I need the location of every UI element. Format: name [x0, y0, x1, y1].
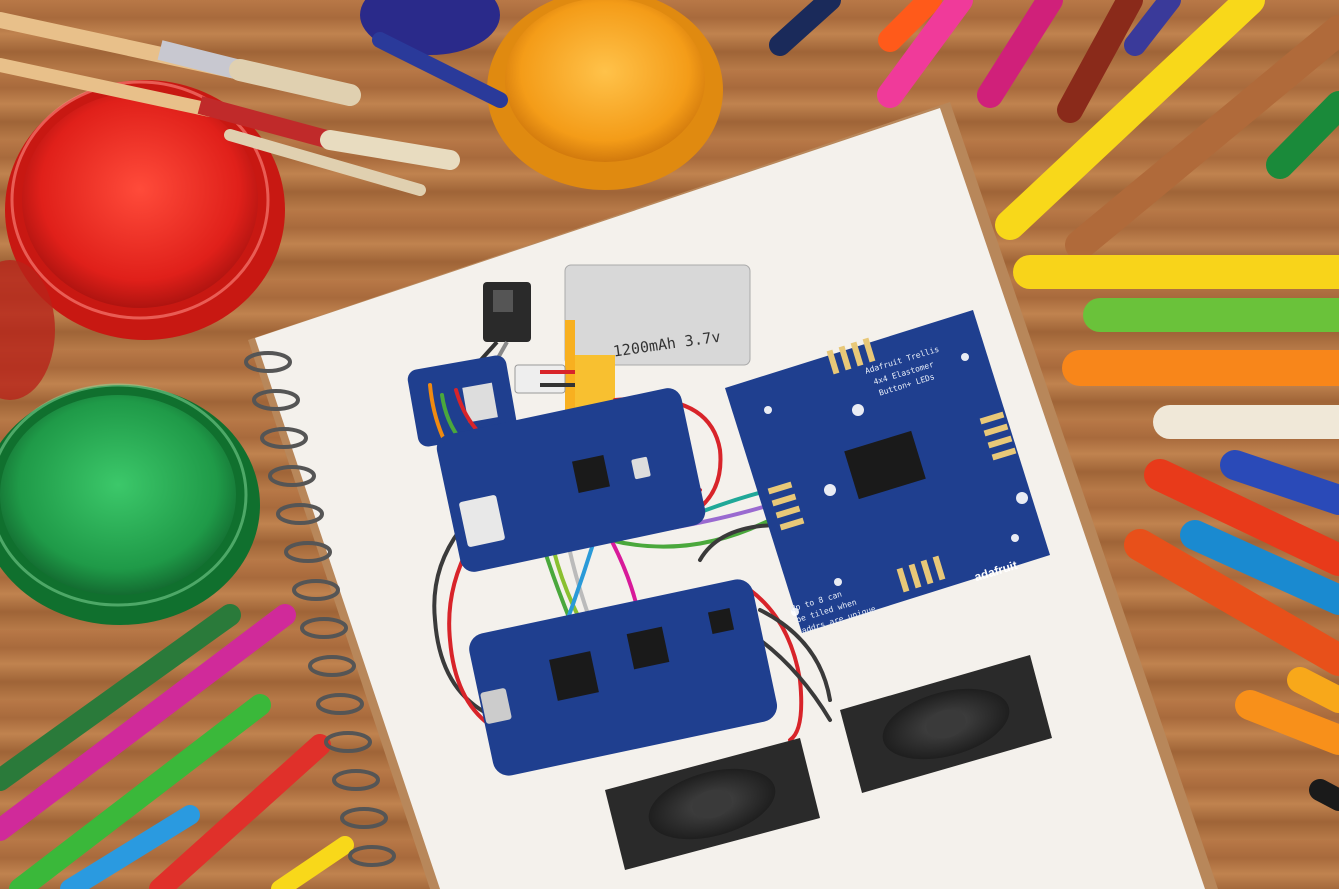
lipo-battery: 1200mAh 3.7v — [514, 264, 751, 410]
sound-board — [469, 579, 778, 776]
feather-board — [436, 388, 706, 572]
charger-board — [407, 355, 517, 447]
orange-paint-jar — [487, 0, 723, 190]
speaker-left — [605, 738, 820, 870]
speaker-right — [840, 655, 1052, 793]
green-paint-jar — [0, 383, 260, 625]
crayons-right — [1013, 255, 1339, 811]
colored-pencils — [0, 604, 354, 889]
red-jar-left-edge — [0, 260, 55, 400]
spiral-binding — [244, 351, 396, 867]
crayons-top — [769, 0, 1339, 260]
paint-brushes — [0, 12, 508, 196]
red-paint-jar — [5, 80, 285, 340]
